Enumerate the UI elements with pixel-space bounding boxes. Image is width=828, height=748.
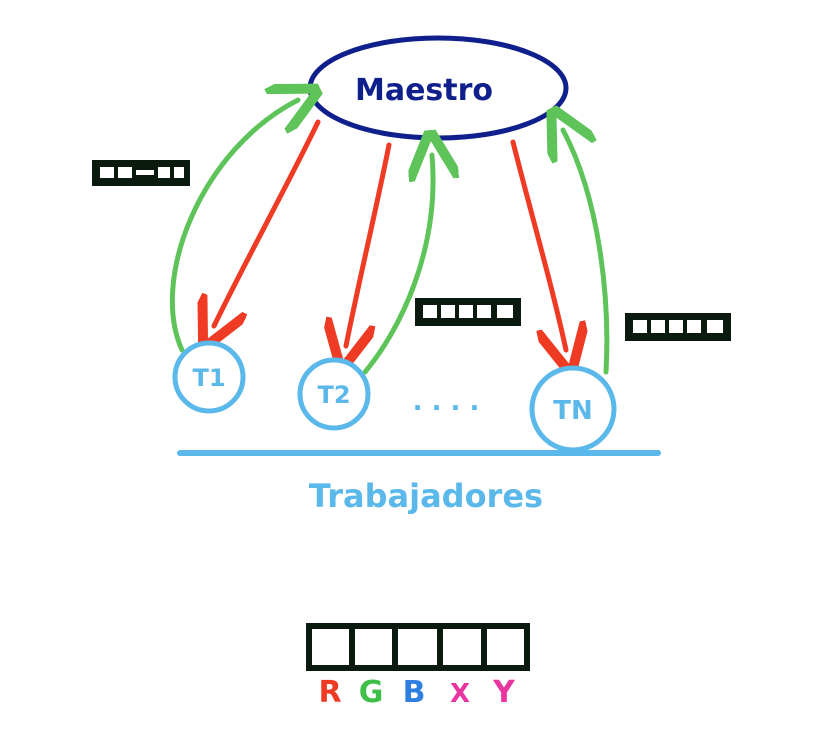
- worker-label-tn: TN: [553, 396, 593, 426]
- packet-middle: [415, 298, 521, 326]
- workers-group-label: Trabajadores: [309, 477, 543, 515]
- task-arrow-tn: [510, 139, 566, 350]
- data-packets: [92, 160, 731, 341]
- workers-group: Trabajadores: [177, 450, 661, 515]
- legend-letter-x: X: [450, 679, 470, 709]
- legend-letters: R G B X Y: [318, 675, 516, 710]
- task-arrows: [214, 119, 566, 350]
- result-arrow-tn: [563, 130, 610, 375]
- task-arrow-t2: [346, 142, 392, 346]
- worker-node-tn: TN: [529, 365, 617, 453]
- result-arrow-t1: [169, 100, 298, 353]
- legend-letter-r: R: [318, 675, 341, 710]
- worker-nodes: T1 T2 TN . . . .: [172, 340, 617, 453]
- master-label: Maestro: [355, 73, 493, 108]
- legend-letter-b: B: [403, 675, 426, 710]
- worker-ellipsis: . . . .: [413, 387, 480, 417]
- result-arrows: [169, 100, 610, 375]
- packet-legend: R G B X Y: [306, 623, 530, 710]
- legend-letter-y: Y: [492, 675, 516, 710]
- result-arrow-t2: [362, 155, 433, 375]
- packet-right: [625, 313, 731, 341]
- worker-label-t2: T2: [317, 381, 350, 409]
- worker-label-t1: T1: [192, 364, 225, 392]
- legend-packet: [306, 623, 530, 671]
- legend-letter-g: G: [359, 675, 384, 710]
- worker-node-t2: T2: [297, 357, 371, 431]
- task-arrow-t1: [214, 119, 321, 326]
- master-node: Maestro: [307, 35, 569, 141]
- worker-node-t1: T1: [172, 340, 246, 414]
- packet-left: [92, 160, 190, 186]
